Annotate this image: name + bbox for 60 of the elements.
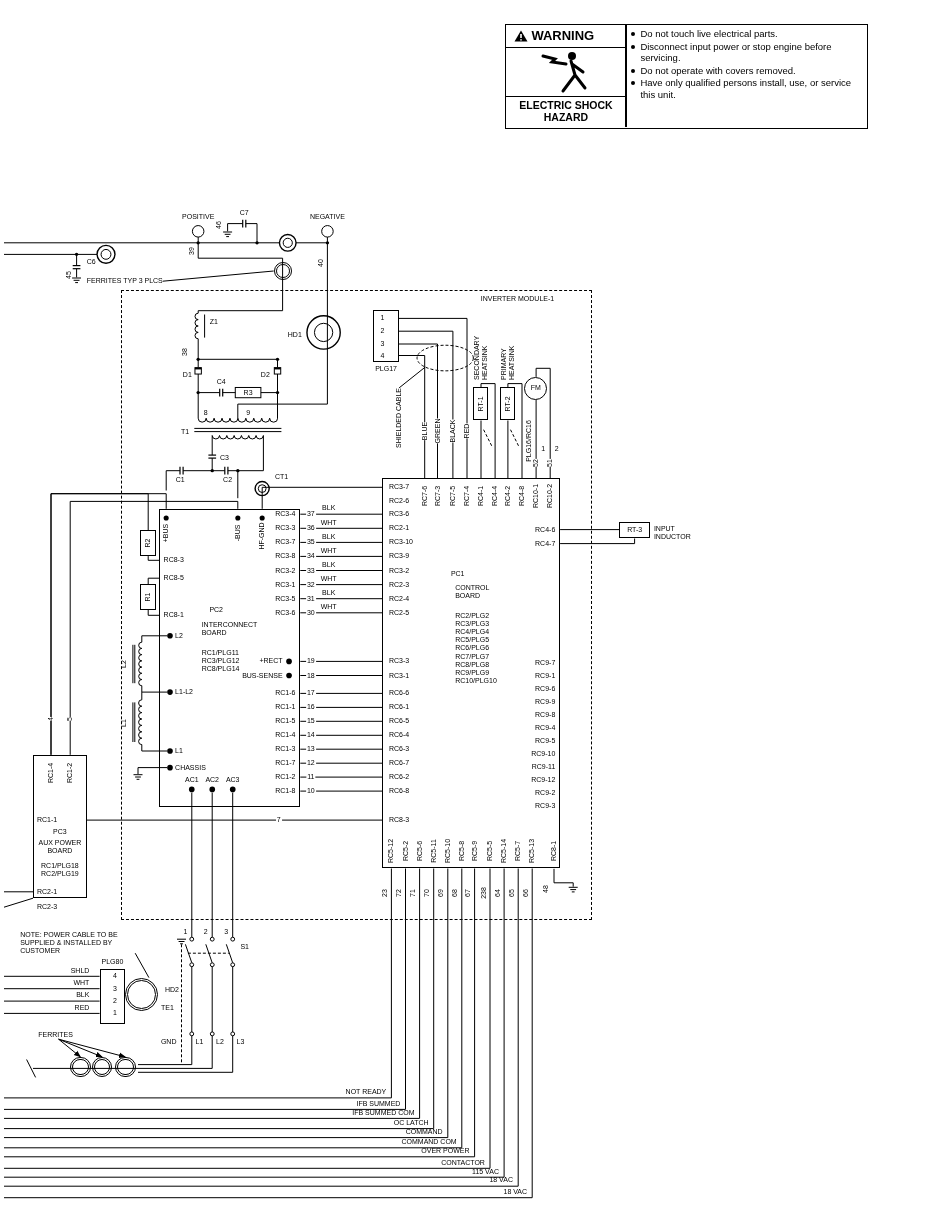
circuit-board	[159, 508, 301, 807]
wire	[535, 399, 537, 479]
wire	[299, 734, 383, 736]
wire	[299, 748, 383, 750]
leader-line	[58, 1038, 103, 1058]
wire	[398, 317, 468, 479]
wire	[299, 555, 383, 557]
warning-label	[505, 24, 868, 129]
leader-line	[58, 1038, 126, 1058]
resistor-box	[140, 530, 156, 557]
wire	[480, 383, 496, 479]
wire	[299, 692, 383, 694]
warning-heading: WARNING	[531, 28, 595, 44]
wire	[299, 612, 383, 614]
wire	[3, 1000, 101, 1002]
warning-item: Do not operate with covers removed.	[640, 64, 796, 77]
wire	[3, 975, 101, 977]
wire	[299, 527, 383, 529]
leader-line	[162, 270, 275, 282]
wire	[3, 897, 34, 908]
circuit-board	[382, 478, 561, 869]
circuit-board	[33, 754, 87, 899]
wire	[69, 500, 239, 756]
warning-item: Do not touch live electrical parts.	[640, 28, 778, 40]
wire	[299, 513, 383, 515]
wire	[398, 355, 426, 479]
wire	[299, 660, 383, 662]
wire	[299, 720, 383, 722]
wire	[147, 577, 160, 585]
wire	[299, 541, 383, 543]
warning-item: Have only qualified persons install, use, or service this unit.	[640, 77, 853, 101]
wire	[261, 486, 383, 510]
wire	[559, 529, 620, 531]
wire	[299, 790, 383, 792]
wire	[480, 420, 482, 479]
hazard-caption: ELECTRIC SHOCK HAZARD	[518, 99, 614, 124]
leader-line	[134, 952, 150, 979]
wire	[299, 598, 383, 600]
wire	[299, 570, 383, 571]
wire	[535, 367, 551, 479]
wire	[398, 330, 454, 479]
wire	[50, 493, 149, 756]
wire	[147, 609, 160, 616]
resistor-box	[140, 584, 156, 610]
wire	[299, 706, 383, 708]
wire	[559, 538, 636, 545]
wire	[299, 762, 383, 764]
warning-item: Disconnect input power or stop engine before servicing.	[640, 40, 833, 64]
leader-line	[58, 1038, 81, 1058]
wire	[299, 675, 383, 676]
wire	[147, 555, 160, 561]
wire	[3, 891, 34, 893]
wire	[299, 776, 383, 778]
wire	[507, 383, 523, 479]
leader-line	[398, 366, 426, 389]
wire	[3, 1012, 101, 1014]
wire	[507, 420, 509, 479]
wire	[3, 988, 101, 990]
wire	[86, 819, 383, 821]
wire	[299, 584, 383, 586]
